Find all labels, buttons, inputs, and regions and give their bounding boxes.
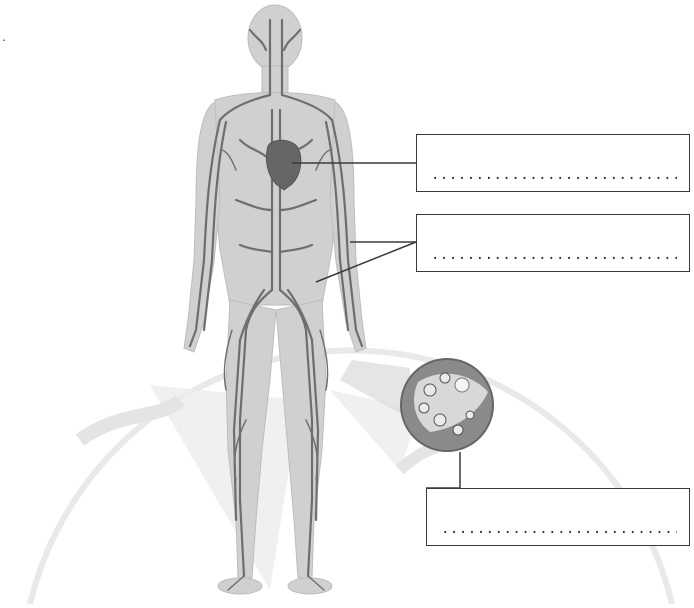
leader-blood: [426, 452, 460, 488]
label-box-blood[interactable]: ...............................: [426, 488, 690, 546]
watermark-fan: [150, 385, 300, 590]
torso: [212, 93, 340, 306]
watermark-arc: [30, 351, 672, 604]
right-foot: [288, 578, 332, 594]
answer-blank-vessels: ...............................: [431, 248, 677, 262]
answer-blank-heart: ...............................: [431, 168, 677, 182]
neck: [262, 66, 288, 94]
answer-blank-blood: ...............................: [441, 522, 677, 536]
label-box-heart[interactable]: ...............................: [416, 134, 690, 192]
stray-mark: .: [2, 30, 6, 44]
label-box-vessels[interactable]: ...............................: [416, 214, 690, 272]
